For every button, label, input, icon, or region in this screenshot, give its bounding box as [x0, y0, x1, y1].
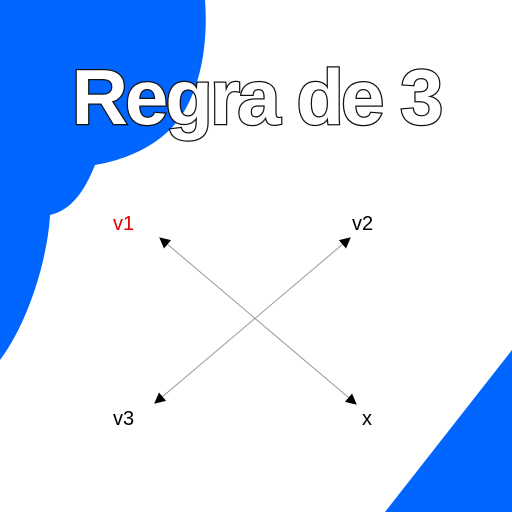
- blue-corner-triangle-icon: [385, 350, 512, 512]
- label-v3: v3: [113, 408, 134, 430]
- label-v1: v1: [113, 213, 134, 235]
- blue-cloud-blob-icon: [0, 0, 206, 360]
- arrow-v3-to-v2: [154, 237, 351, 404]
- arrow-x-to-v1: [159, 237, 356, 404]
- cross-arrows-icon: [154, 237, 357, 405]
- label-x: x: [362, 408, 372, 430]
- label-v2: v2: [352, 213, 373, 235]
- page-title: Regra de 3: [72, 53, 441, 141]
